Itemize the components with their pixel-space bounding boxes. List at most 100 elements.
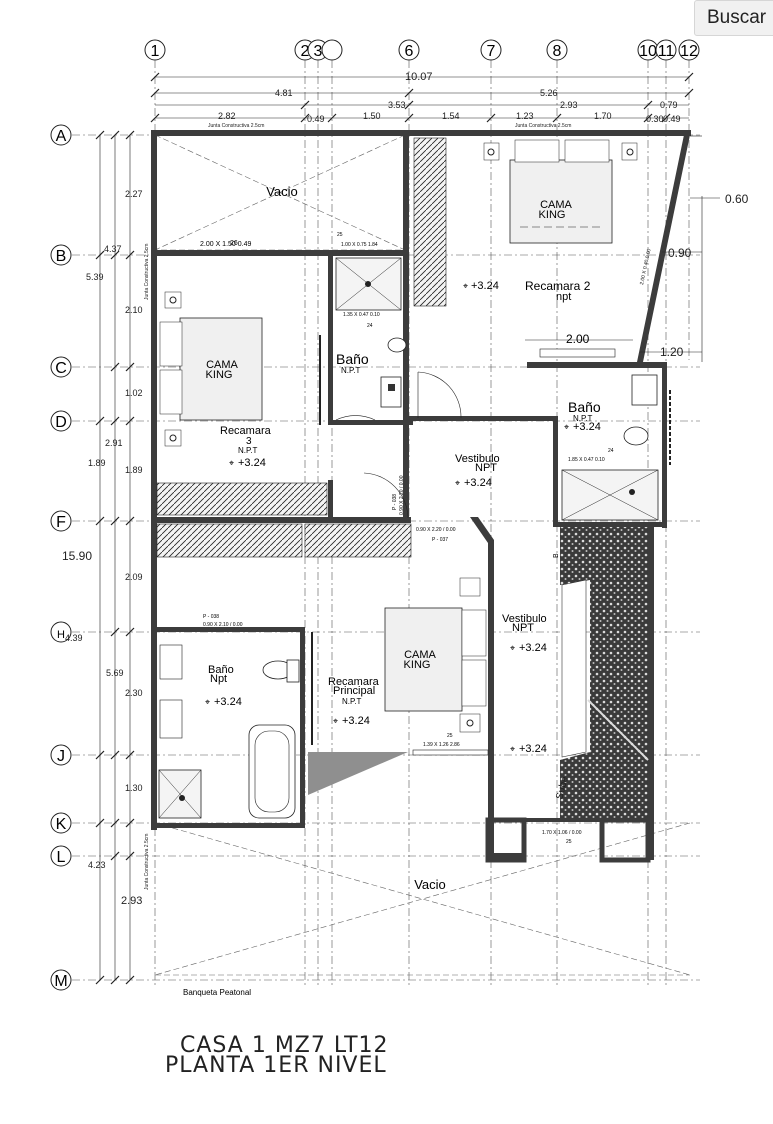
svg-text:8: 8 bbox=[553, 43, 562, 60]
column-axes: 1 2 3 6 7 8 10 11 12 bbox=[144, 39, 700, 61]
search-button[interactable]: Buscar bbox=[694, 0, 773, 36]
svg-text:Vestibulo: Vestibulo bbox=[502, 613, 547, 625]
svg-text:3: 3 bbox=[314, 43, 323, 60]
axis-row-B: B bbox=[50, 244, 72, 266]
svg-text:P - 037: P - 037 bbox=[432, 537, 448, 543]
svg-text:KING: KING bbox=[206, 369, 233, 381]
svg-text:Banqueta Peatonal: Banqueta Peatonal bbox=[183, 988, 251, 997]
svg-text:J: J bbox=[57, 748, 65, 765]
svg-text:2.91: 2.91 bbox=[105, 438, 123, 448]
svg-text:4.37: 4.37 bbox=[104, 244, 122, 254]
svg-text:0.90 X 2.20 / 0.00: 0.90 X 2.20 / 0.00 bbox=[416, 527, 456, 533]
svg-text:Recamara: Recamara bbox=[328, 676, 380, 688]
svg-text:0.90 X 2.10 / 0.00: 0.90 X 2.10 / 0.00 bbox=[203, 622, 243, 628]
svg-text:N.P.T: N.P.T bbox=[573, 414, 593, 423]
svg-text:25: 25 bbox=[337, 232, 343, 238]
void-top: Vacio bbox=[154, 134, 406, 251]
svg-text:0.49: 0.49 bbox=[663, 114, 681, 124]
svg-text:2.00 X 0.40 0.00: 2.00 X 0.40 0.00 bbox=[639, 248, 653, 285]
svg-text:1.85 X 0.47 0.10: 1.85 X 0.47 0.10 bbox=[568, 457, 605, 463]
svg-text:Recamara: Recamara bbox=[220, 425, 272, 437]
svg-text:0.90: 0.90 bbox=[668, 246, 692, 260]
axis-col-7: 7 bbox=[480, 39, 502, 61]
svg-text:25: 25 bbox=[447, 733, 453, 739]
svg-text:2.93: 2.93 bbox=[560, 100, 578, 110]
svg-text:F: F bbox=[56, 514, 66, 531]
axis-col-11: 11 bbox=[655, 39, 677, 61]
svg-text:npt: npt bbox=[556, 291, 571, 303]
svg-text:0.30: 0.30 bbox=[646, 114, 664, 124]
svg-text:2.10: 2.10 bbox=[125, 305, 143, 315]
svg-text:B: B bbox=[553, 553, 560, 558]
svg-text:Junta Constructiva 2.5cm: Junta Constructiva 2.5cm bbox=[144, 834, 150, 890]
svg-text:⌖: ⌖ bbox=[564, 422, 569, 432]
svg-text:KING: KING bbox=[404, 659, 431, 671]
svg-text:Junta Constructiva 2.5cm: Junta Constructiva 2.5cm bbox=[208, 123, 264, 129]
svg-text:4.81: 4.81 bbox=[275, 88, 293, 98]
bedroom-3: CAMA KING Recamara 3 N.P.T ⌖ +3.24 bbox=[156, 291, 328, 516]
svg-text:1.23: 1.23 bbox=[516, 111, 534, 121]
bathroom-center: 1.35 X 0.47 0.10 24 Baño N.P.T 26 2.00 X… bbox=[200, 232, 462, 425]
axis-col-12: 12 bbox=[678, 39, 700, 61]
svg-text:24: 24 bbox=[367, 323, 373, 329]
svg-text:1.39 X 1.26 2.86: 1.39 X 1.26 2.86 bbox=[423, 742, 460, 748]
svg-text:CAMA: CAMA bbox=[206, 359, 238, 371]
svg-text:⌖: ⌖ bbox=[333, 716, 338, 726]
svg-text:1.70 X 1.06 / 0.00: 1.70 X 1.06 / 0.00 bbox=[542, 830, 582, 836]
svg-text:KING: KING bbox=[539, 209, 566, 221]
bathroom-right: Baño N.P.T ⌖ +3.24 24 1.85 X 0.47 0.10 bbox=[561, 374, 671, 521]
axis-row-L: L bbox=[50, 845, 72, 867]
stairs: Sube 1.70 X 1.06 / 0.00 25 bbox=[542, 527, 649, 845]
svg-text:Baño: Baño bbox=[208, 664, 234, 676]
svg-text:Vestibulo: Vestibulo bbox=[455, 453, 500, 465]
ramp bbox=[308, 752, 408, 795]
svg-text:3: 3 bbox=[246, 436, 252, 447]
svg-text:NPT: NPT bbox=[512, 622, 534, 634]
svg-text:1: 1 bbox=[151, 43, 160, 60]
svg-text:Junta Constructiva 2.5cm: Junta Constructiva 2.5cm bbox=[144, 244, 150, 300]
svg-text:L: L bbox=[57, 849, 66, 866]
svg-text:26: 26 bbox=[230, 240, 238, 247]
svg-text:Vacio: Vacio bbox=[266, 184, 298, 199]
svg-text:2: 2 bbox=[301, 43, 310, 60]
svg-text:2.82: 2.82 bbox=[218, 111, 236, 121]
svg-text:6: 6 bbox=[405, 43, 414, 60]
master-bedroom: CAMA KING Recamara Principal N.P.T ⌖ +3.… bbox=[311, 577, 489, 756]
svg-text:24: 24 bbox=[608, 448, 614, 454]
hall-lower: Vestibulo NPT ⌖ +3.24 ⌖ +3.24 bbox=[502, 613, 547, 755]
svg-text:5.39: 5.39 bbox=[86, 272, 104, 282]
svg-text:12: 12 bbox=[680, 43, 698, 60]
svg-text:1.54: 1.54 bbox=[442, 111, 460, 121]
svg-text:5.26: 5.26 bbox=[540, 88, 558, 98]
svg-text:N.P.T: N.P.T bbox=[238, 446, 258, 455]
svg-text:Baño: Baño bbox=[336, 351, 369, 367]
svg-text:+3.24: +3.24 bbox=[519, 743, 547, 755]
svg-text:C: C bbox=[55, 360, 67, 377]
svg-text:+3.24: +3.24 bbox=[214, 696, 242, 708]
axis-row-M: M bbox=[50, 969, 72, 991]
axis-row-K: K bbox=[50, 812, 72, 834]
svg-text:+3.24: +3.24 bbox=[342, 715, 370, 727]
svg-text:0.60: 0.60 bbox=[725, 192, 749, 206]
svg-text:+3.24: +3.24 bbox=[471, 280, 499, 292]
svg-text:1.50: 1.50 bbox=[363, 111, 381, 121]
svg-text:1.00 X 0.75 1.84: 1.00 X 0.75 1.84 bbox=[341, 242, 378, 248]
svg-text:2.27: 2.27 bbox=[125, 189, 143, 199]
axis-row-J: J bbox=[50, 744, 72, 766]
svg-text:Npt: Npt bbox=[210, 673, 227, 685]
svg-text:1.35 X 0.47 0.10: 1.35 X 0.47 0.10 bbox=[343, 312, 380, 318]
row-axes: A B C D F H J K L M bbox=[50, 124, 72, 991]
svg-text:15.90: 15.90 bbox=[62, 549, 92, 563]
void-bottom: Vacio Banqueta Peatonal bbox=[154, 822, 691, 997]
svg-text:1.02: 1.02 bbox=[125, 388, 143, 398]
svg-text:2.00: 2.00 bbox=[566, 332, 590, 346]
svg-text:⌖: ⌖ bbox=[463, 281, 468, 291]
svg-text:+3.24: +3.24 bbox=[238, 457, 266, 469]
svg-text:+3.24: +3.24 bbox=[464, 477, 492, 489]
svg-text:D: D bbox=[55, 414, 67, 431]
svg-text:+3.24: +3.24 bbox=[573, 421, 601, 433]
svg-text:Principal: Principal bbox=[333, 685, 375, 697]
svg-text:11: 11 bbox=[658, 43, 675, 60]
svg-text:CAMA: CAMA bbox=[540, 199, 572, 211]
